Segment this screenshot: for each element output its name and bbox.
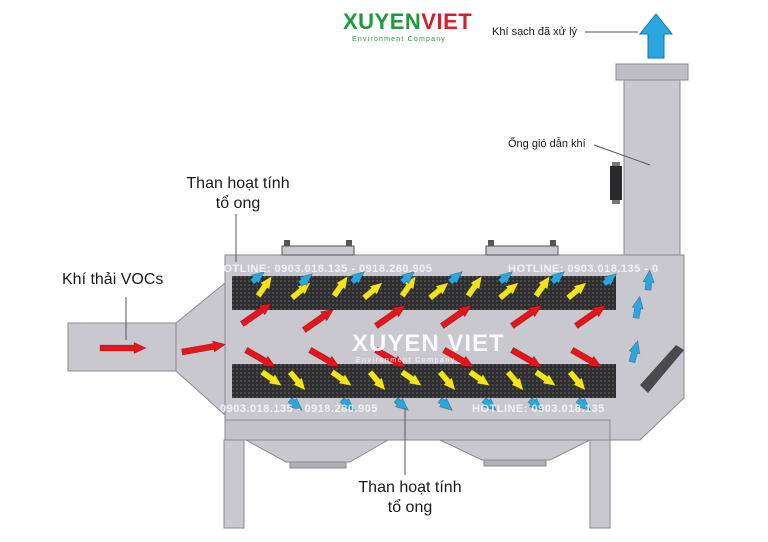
label-clean-air: Khí sạch đã xử lý <box>492 26 578 38</box>
inlet-arrow <box>99 342 147 354</box>
top-hatches <box>281 240 559 256</box>
filtered-air-arrow-bottom <box>567 369 586 391</box>
watermark-hotline-bottom-right: HOTLINE: 0903.018.135 <box>472 403 605 415</box>
clean-air-arrow-bottom <box>437 397 453 411</box>
filtered-air-arrow-top <box>289 282 311 301</box>
filtered-air-arrow-bottom <box>367 369 386 391</box>
clean-air-arrow-top <box>399 271 415 285</box>
exhaust-duct <box>610 63 689 257</box>
company-logo: XUYENVIET <box>343 9 472 35</box>
watermark-hotline-top: HOTLINE: 0903.018.135 - 0918.280.905 <box>215 263 433 275</box>
watermark-hotline-top-right: HOTLINE: 0903.018.135 - 0 <box>508 263 659 275</box>
dirty-air-arrow-down <box>308 346 341 368</box>
clean-air-arrow-rising <box>628 340 641 364</box>
label-carbon-bottom-line2: tổ ong <box>387 499 433 516</box>
clean-air-arrow-top <box>447 271 463 285</box>
dirty-air-arrow-up <box>373 304 407 329</box>
filtered-air-arrow-top <box>565 282 587 301</box>
filtered-air-arrow-bottom <box>399 369 423 387</box>
filtered-air-arrow-top <box>533 275 551 299</box>
filtered-air-arrow-bottom <box>329 369 353 387</box>
filtered-air-arrow-bottom <box>533 369 557 387</box>
filtered-air-arrow-top <box>331 275 349 299</box>
dirty-air-arrow-down <box>442 346 475 368</box>
logo-tagline: Environment Company <box>352 36 446 43</box>
inlet-arrow <box>181 340 227 356</box>
filtered-air-arrow-bottom <box>467 369 491 387</box>
dirty-air-arrow-down <box>510 346 543 368</box>
dirty-air-arrow-up <box>573 304 607 329</box>
watermark-tagline: Environment Company <box>356 357 456 364</box>
label-carbon-bottom: Than hoạt tính tổ ong <box>350 478 470 518</box>
label-carbon-bottom-line1: Than hoạt tính <box>358 479 462 496</box>
filtered-air-arrow-top <box>465 275 483 299</box>
leader-lines <box>125 31 651 475</box>
filtered-air-arrow-top <box>399 275 417 299</box>
filtered-air-arrow-top <box>427 282 449 301</box>
carbon-bed-bottom <box>232 364 616 398</box>
clean-air-arrow-top <box>549 271 565 285</box>
filtered-air-arrow-bottom <box>259 369 283 387</box>
label-carbon-top: Than hoạt tính tổ ong <box>178 174 298 214</box>
dirty-air-arrow-up <box>301 308 335 333</box>
watermark-hotline-bottom-left: 0903.018.135 - 0918.280.905 <box>220 403 378 415</box>
logo-name-part2: VIET <box>421 9 473 34</box>
clean-air-arrow-bottom <box>393 397 409 411</box>
clean-air-outlet-arrow <box>638 13 674 59</box>
dirty-air-arrow-down <box>244 346 277 368</box>
label-carbon-top-line1: Than hoạt tính <box>186 175 290 192</box>
clean-air-arrow-top <box>497 271 513 285</box>
dirty-air-arrow-down <box>570 346 603 368</box>
dirty-air-arrow-up <box>439 304 473 329</box>
label-duct: Ống gió dẫn khí <box>508 138 586 150</box>
clean-air-arrow-bottom <box>287 397 303 411</box>
clean-air-arrow-top <box>349 271 365 285</box>
dirty-air-arrow-up <box>239 302 273 327</box>
filtered-air-arrow-top <box>361 282 383 301</box>
filtered-air-arrow-bottom <box>287 369 306 391</box>
filtered-air-arrow-bottom <box>437 369 456 391</box>
clean-air-arrow-top <box>297 273 313 287</box>
clean-air-arrow-rising <box>631 295 644 319</box>
dirty-air-arrow-up <box>509 304 543 329</box>
clean-air-arrow-top <box>249 271 265 285</box>
watermark-logo: XUYEN VIET <box>352 330 505 357</box>
support-legs <box>223 439 611 529</box>
clean-air-arrow-rising <box>642 269 655 291</box>
airflow-arrows <box>99 269 655 411</box>
clean-air-arrow-bottom <box>527 397 543 411</box>
filtered-air-arrow-top <box>255 275 273 299</box>
filtered-air-arrow-top <box>497 282 519 301</box>
clean-air-arrow-bottom <box>481 397 497 411</box>
logo-name-part1: XUYEN <box>343 9 422 34</box>
filtered-air-arrow-bottom <box>505 369 524 391</box>
clean-air-arrow-bottom <box>575 397 591 411</box>
dirty-air-arrow-down <box>374 346 407 368</box>
clean-air-arrow-top <box>601 273 617 287</box>
label-carbon-top-line2: tổ ong <box>215 195 261 212</box>
label-inlet: Khí thải VOCs <box>62 271 164 288</box>
bottom-hoppers <box>245 439 591 469</box>
clean-air-arrow-bottom <box>339 397 355 411</box>
